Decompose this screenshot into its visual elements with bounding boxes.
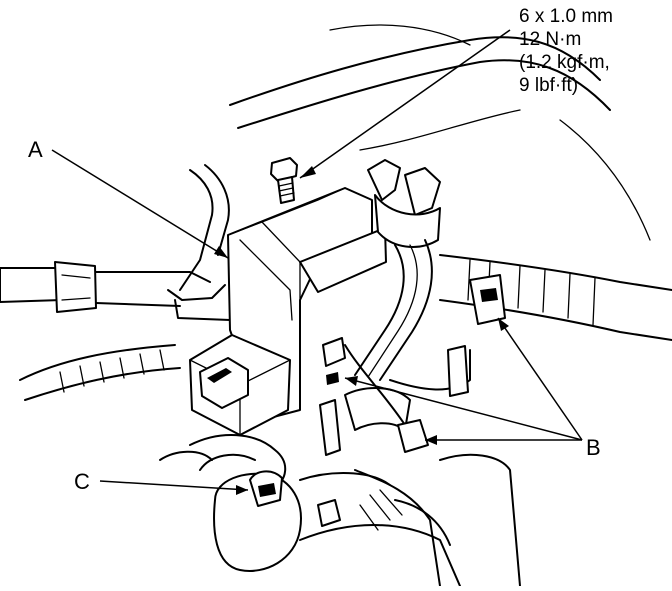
lower-clips xyxy=(319,337,469,456)
callout-a: A xyxy=(28,137,43,162)
leader-b-2 xyxy=(344,377,583,441)
torque-lbfft-label: 9 lbf·ft) xyxy=(519,75,578,96)
torque-leader xyxy=(299,29,511,179)
bolt-size-label: 6 x 1.0 mm xyxy=(519,6,613,27)
right-hose xyxy=(439,254,672,341)
leader-c xyxy=(99,480,249,491)
center-harness xyxy=(354,239,471,391)
torque-spec: 6 x 1.0 mm 12 N·m (1.2 kgf·m, 9 lbf·ft) xyxy=(519,6,613,96)
relay-box xyxy=(189,334,291,436)
callout-c: C xyxy=(74,469,90,494)
clip-top xyxy=(367,159,441,248)
leader-lines xyxy=(51,29,583,495)
torque-nm-label: 12 N·m xyxy=(519,29,581,50)
left-harness xyxy=(0,261,211,401)
leader-a xyxy=(51,149,229,259)
leader-b-1 xyxy=(497,317,583,441)
bolt-icon xyxy=(270,157,298,204)
bracket-a xyxy=(167,164,231,321)
lower-engine xyxy=(159,434,521,587)
callout-b: B xyxy=(586,435,601,460)
background-hoses xyxy=(229,24,651,241)
torque-kgfm-label: (1.2 kgf·m, xyxy=(519,52,610,73)
